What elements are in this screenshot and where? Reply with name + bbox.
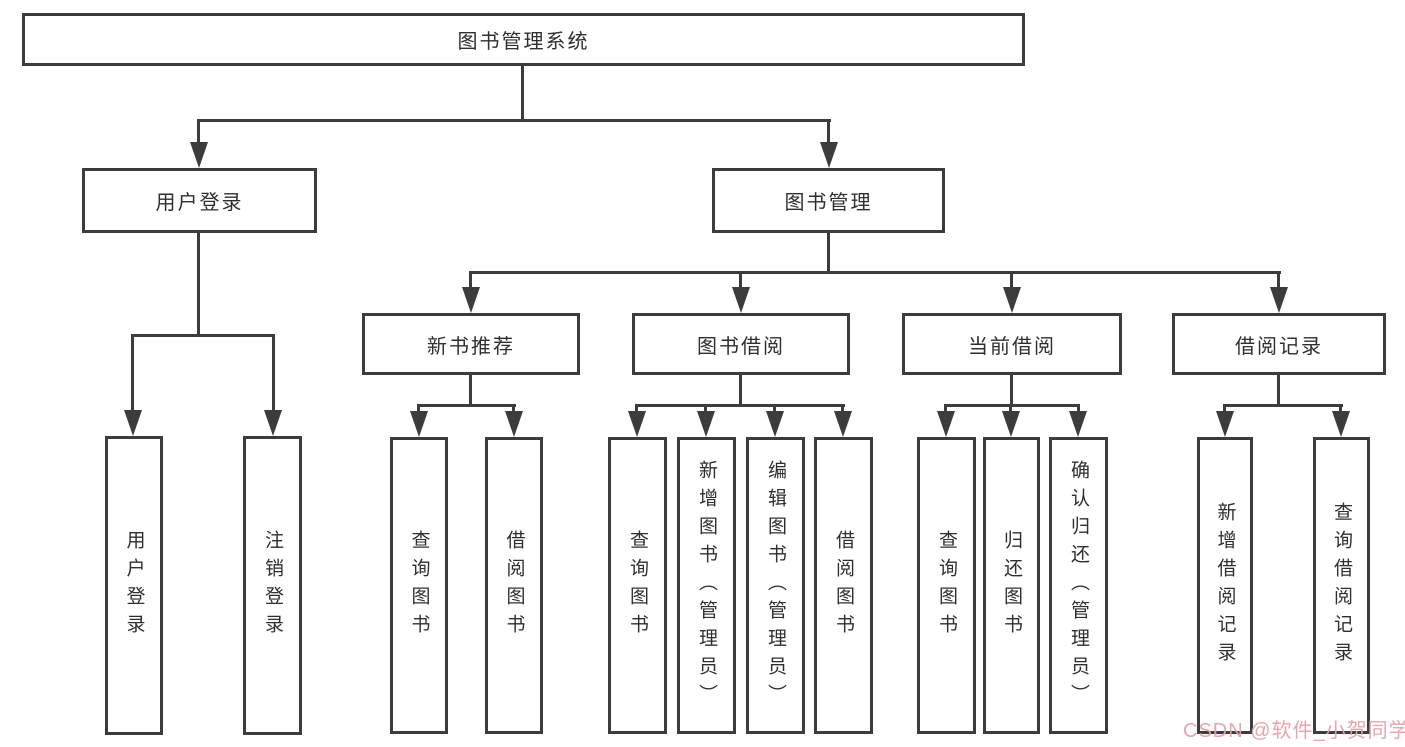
connector-line (131, 334, 275, 337)
node-label: 图书管理 (784, 192, 873, 214)
arrow-down-icon (937, 411, 955, 437)
arrow-down-icon (1002, 411, 1020, 437)
arrow-down-icon (628, 411, 646, 437)
node-label: 新书推荐 (427, 335, 515, 358)
connector-line (272, 334, 275, 414)
connector-line (512, 404, 515, 416)
connector-line (1010, 271, 1013, 291)
connector-line (704, 404, 707, 416)
connector-line (944, 404, 1080, 407)
connector-line (417, 404, 516, 407)
connector-line (1223, 404, 1343, 407)
connector-line (1010, 373, 1013, 407)
connector-line (739, 271, 742, 291)
node-label: 借阅图书 (503, 529, 525, 642)
leaf-borrow-books: 借阅图书 (814, 437, 873, 734)
leaf-query-borrow-record: 查询借阅记录 (1313, 437, 1370, 734)
leaf-logout: 注销登录 (243, 436, 302, 735)
arrow-down-icon (190, 142, 208, 168)
node-label: 图书管理系统 (457, 31, 590, 53)
connector-line (521, 66, 524, 122)
node-label: 当前借阅 (968, 335, 1056, 358)
arrow-down-icon (1069, 411, 1087, 437)
node-label: 借阅图书 (833, 529, 854, 642)
node-label: 确认归还（管理员） (1068, 459, 1089, 712)
arrow-down-icon (697, 411, 715, 437)
node-label: 查询借阅记录 (1331, 501, 1352, 670)
arrow-down-icon (1332, 411, 1350, 437)
arrow-down-icon (834, 411, 852, 437)
connector-line (1009, 404, 1012, 416)
node-label: 借阅记录 (1235, 335, 1323, 358)
leaf-add-borrow-record: 新增借阅记录 (1197, 437, 1253, 734)
node-label: 归还图书 (1001, 529, 1022, 642)
arrow-down-icon (820, 142, 838, 168)
connector-line (1277, 271, 1280, 291)
connector-line (827, 119, 830, 147)
connector-line (1077, 404, 1080, 416)
leaf-edit-book-admin: 编辑图书（管理员） (746, 437, 805, 734)
node-label: 注销登录 (262, 529, 283, 642)
arrow-down-icon (732, 287, 750, 313)
connector-line (131, 334, 134, 414)
leaf-return-book: 归还图书 (983, 437, 1040, 734)
leaf-confirm-return-admin: 确认归还（管理员） (1049, 437, 1108, 734)
arrow-down-icon (410, 411, 428, 437)
connector-line (1223, 404, 1226, 416)
leaf-query-books-recommend: 查询图书 (390, 437, 448, 734)
node-new-book-recommend: 新书推荐 (362, 313, 580, 375)
connector-line (197, 119, 200, 147)
connector-line (827, 230, 830, 274)
arrow-down-icon (766, 411, 784, 437)
connector-line (1339, 404, 1342, 416)
connector-line (739, 373, 742, 407)
node-book-management: 图书管理 (712, 168, 945, 233)
node-label: 用户登录 (123, 529, 145, 642)
arrow-down-icon (505, 411, 523, 437)
node-book-borrow: 图书借阅 (632, 313, 850, 375)
leaf-add-book-admin: 新增图书（管理员） (677, 437, 736, 734)
arrow-down-icon (1216, 411, 1234, 437)
leaf-borrow-books-recommend: 借阅图书 (485, 437, 543, 734)
connector-line (635, 404, 845, 407)
connector-line (469, 271, 1281, 274)
connector-line (417, 404, 420, 416)
leaf-query-books-current: 查询图书 (917, 437, 976, 734)
node-label: 用户登录 (155, 192, 244, 214)
node-root-library-system: 图书管理系统 (22, 13, 1025, 66)
connector-line (944, 404, 947, 416)
connector-line (197, 230, 200, 337)
arrow-down-icon (124, 410, 142, 436)
node-label: 编辑图书（管理员） (765, 459, 786, 712)
node-label: 新增借阅记录 (1214, 501, 1236, 670)
node-label: 新增图书（管理员） (696, 459, 717, 712)
arrow-down-icon (1270, 287, 1288, 313)
leaf-user-login: 用户登录 (105, 436, 163, 735)
connector-line (197, 119, 831, 122)
leaf-query-books-borrow: 查询图书 (608, 437, 667, 734)
connector-line (635, 404, 638, 416)
connector-line (841, 404, 844, 416)
node-label: 查询图书 (936, 529, 957, 642)
arrow-down-icon (264, 410, 282, 436)
arrow-down-icon (462, 287, 480, 313)
node-borrow-records: 借阅记录 (1172, 313, 1386, 375)
node-current-borrow: 当前借阅 (902, 313, 1122, 375)
connector-line (773, 404, 776, 416)
connector-line (1277, 373, 1280, 407)
node-user-login: 用户登录 (82, 168, 317, 233)
csdn-watermark: CSDN @软件_小贺同学 (1183, 720, 1405, 742)
node-label: 图书借阅 (697, 335, 785, 358)
connector-line (469, 271, 472, 291)
node-label: 查询图书 (408, 529, 430, 642)
node-label: 查询图书 (627, 529, 648, 642)
arrow-down-icon (1003, 287, 1021, 313)
connector-line (469, 373, 472, 407)
